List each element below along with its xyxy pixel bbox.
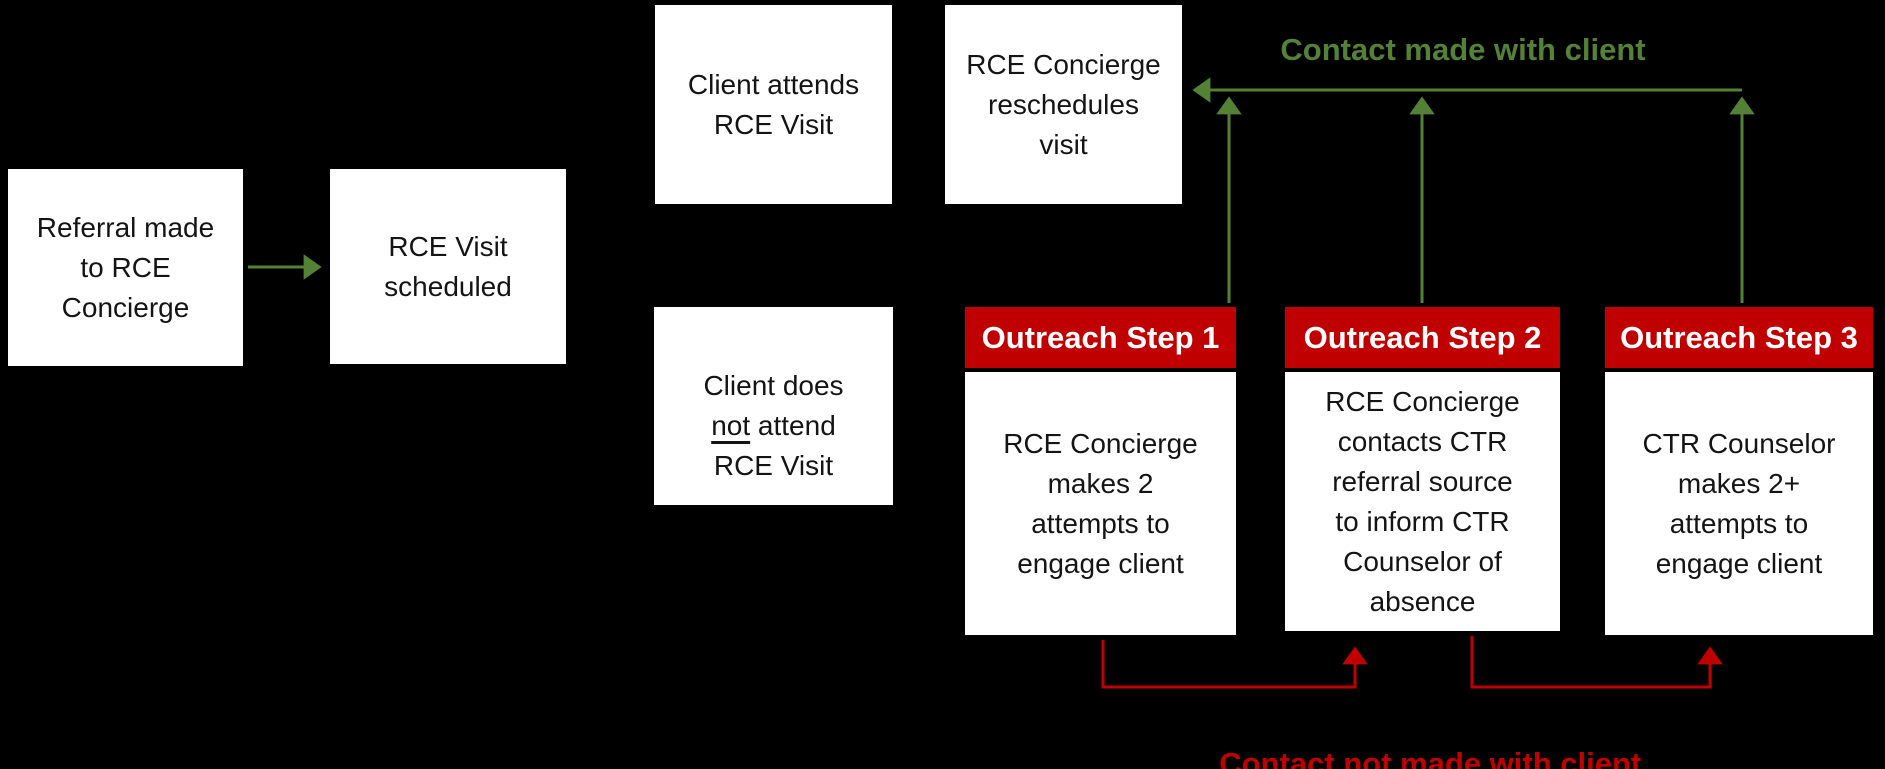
outreach-step-1-body: RCE Concierge makes 2 attempts to engage…: [965, 372, 1236, 635]
not-attend-text-before: Client does: [703, 370, 844, 401]
outreach-step-2-body-text: RCE Concierge contacts CTR referral sour…: [1325, 385, 1520, 617]
outreach-step-3-body: CTR Counselor makes 2+ attempts to engag…: [1605, 372, 1873, 635]
node-client-attends-text: Client attends RCE Visit: [687, 68, 860, 140]
outreach-step-3-body-text: CTR Counselor makes 2+ attempts to engag…: [1642, 427, 1836, 579]
node-outreach-step-2: Outreach Step 2 RCE Concierge contacts C…: [1283, 305, 1562, 633]
contact-not-label-underlined: not: [1343, 746, 1392, 769]
contact-made-label: Contact made with client: [1280, 32, 1646, 67]
not-attend-text-underlined: not: [711, 410, 751, 441]
node-referral-made-text: Referral made to RCE Concierge: [36, 211, 215, 323]
contact-not-label-before: Contact: [1219, 746, 1344, 769]
node-visit-scheduled-text: RCE Visit scheduled: [384, 230, 512, 302]
node-outreach-step-3: Outreach Step 3 CTR Counselor makes 2+ a…: [1603, 305, 1875, 637]
node-reschedules-visit: RCE Concierge reschedules visit: [943, 3, 1184, 206]
contact-not-label-after: made with client: [1391, 746, 1642, 769]
arrow-step1-to-step2: [1101, 640, 1368, 689]
not-attend-text-after: attend RCE Visit: [713, 410, 836, 481]
outreach-step-2-body: RCE Concierge contacts CTR referral sour…: [1285, 372, 1560, 631]
contact-not-made-label: Contact not made with client: [1185, 704, 1641, 769]
arrow-step2-to-step3: [1470, 636, 1723, 689]
outreach-step-1-body-text: RCE Concierge makes 2 attempts to engage…: [1003, 427, 1198, 579]
node-client-not-attend: Client does not attend RCE Visit: [652, 305, 895, 507]
node-client-attends: Client attends RCE Visit: [653, 3, 894, 206]
outreach-step-2-header: Outreach Step 2: [1285, 307, 1560, 372]
outreach-step-3-header: Outreach Step 3: [1605, 307, 1873, 372]
node-referral-made: Referral made to RCE Concierge: [6, 167, 245, 368]
node-reschedules-visit-text: RCE Concierge reschedules visit: [966, 48, 1161, 160]
node-visit-scheduled: RCE Visit scheduled: [328, 167, 568, 366]
node-outreach-step-1: Outreach Step 1 RCE Concierge makes 2 at…: [963, 305, 1238, 637]
outreach-step-1-header: Outreach Step 1: [965, 307, 1236, 372]
node-client-not-attend-text: Client does not attend RCE Visit: [703, 326, 843, 486]
